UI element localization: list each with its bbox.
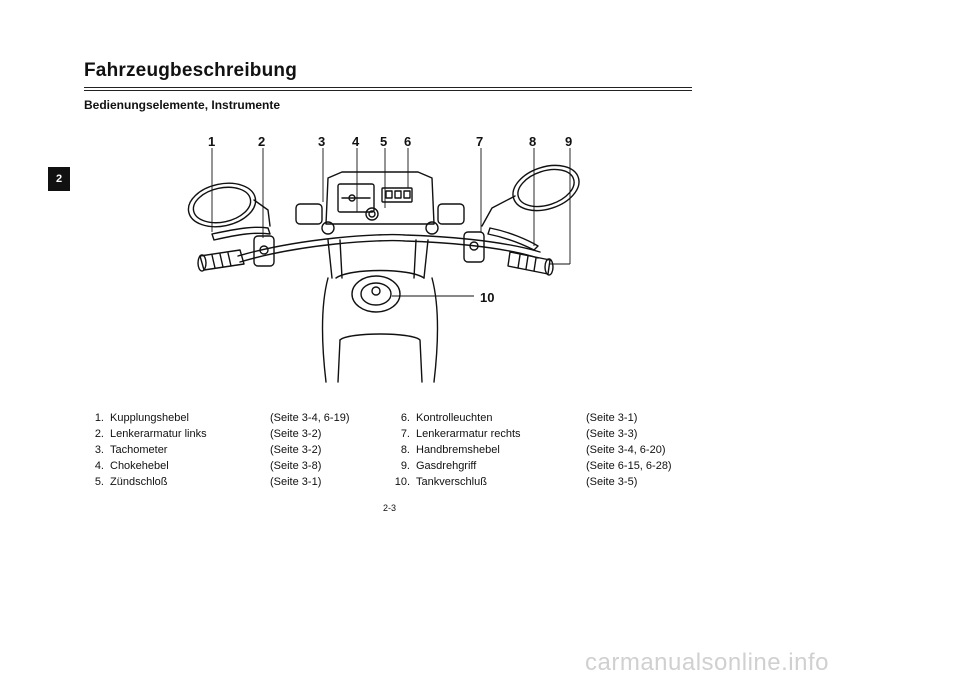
fuel-tank [321,269,439,383]
legend-item: 7. Lenkerarmatur rechts (Seite 3-3) [400,428,638,440]
legend-item: 3. Tachometer (Seite 3-2) [94,444,322,456]
callout-10: 10 [480,290,494,305]
title-rule-top [84,87,692,88]
callout-2: 2 [258,134,265,149]
callout-8: 8 [529,134,536,149]
legend-item: 8. Handbremshebel (Seite 3-4, 6-20) [400,444,666,456]
left-grip [197,249,245,272]
page-number: 2-3 [383,503,397,513]
callout-7: 7 [476,134,483,149]
legend-item: 4. Chokehebel (Seite 3-8) [94,460,322,472]
instrument-cluster [325,171,435,225]
legend-item: 6. Kontrolleuchten (Seite 3-1) [400,412,638,424]
callout-5: 5 [380,134,387,149]
title-rule-bottom [84,90,692,91]
legend-left: 1. Kupplungshebel (Seite 3-4, 6-19) 2. L… [82,410,350,490]
legend-right: 6. Kontrolleuchten (Seite 3-1) 7. Lenker… [388,410,672,490]
left-mirror [187,182,271,228]
legend-item: 1. Kupplungshebel (Seite 3-4, 6-19) [94,412,350,424]
legend-item: 2. Lenkerarmatur links (Seite 3-2) [94,428,322,440]
clutch-lever [211,226,271,241]
callout-6: 6 [404,134,411,149]
watermark: carmanualsonline.info [585,649,829,676]
right-grip [507,251,554,276]
brake-lever [487,227,539,251]
page-title: Fahrzeugbeschreibung [84,60,298,81]
callout-3: 3 [318,134,325,149]
callout-1: 1 [208,134,215,149]
handlebar [237,233,541,257]
legend-item: 9. Gasdrehgriff (Seite 6-15, 6-28) [400,460,672,472]
chapter-tab: 2 [48,167,70,191]
right-mirror [481,164,580,227]
callout-9: 9 [565,134,572,149]
section-subtitle: Bedienungselemente, Instrumente [84,98,281,112]
callout-4: 4 [352,134,360,149]
legend-item: 5. Zündschloß (Seite 3-1) [94,476,322,488]
legend-item: 10. Tankverschluß (Seite 3-5) [394,476,638,488]
handlebar-illustration: 1 2 3 4 5 6 7 8 9 10 [187,134,580,383]
